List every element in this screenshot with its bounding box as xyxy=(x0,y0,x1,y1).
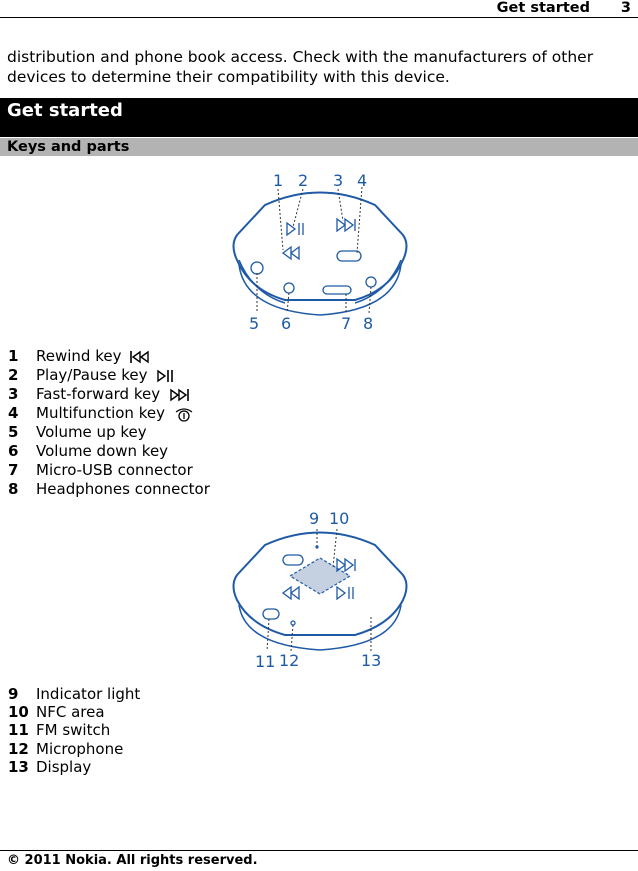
item-number: 6 xyxy=(8,442,19,460)
item-label: Volume down key xyxy=(36,442,169,460)
header-title: Get started xyxy=(496,0,590,16)
page-number: 3 xyxy=(620,0,631,16)
callout-9: 9 xyxy=(309,509,319,528)
item-label: FM switch xyxy=(36,721,111,739)
item-number: 2 xyxy=(8,366,19,384)
callout-1: 1 xyxy=(273,171,283,190)
device-figure-keys: 1 2 3 4 5 6 7 8 xyxy=(232,171,408,333)
item-number: 13 xyxy=(8,758,29,776)
callout-2: 2 xyxy=(298,171,308,190)
item-label: Headphones connector xyxy=(36,480,210,498)
callout-12: 12 xyxy=(279,651,299,670)
play-pause-icon xyxy=(157,369,174,382)
item-number: 12 xyxy=(8,740,29,758)
callout-6: 6 xyxy=(281,314,291,333)
device-figure-nfc: 9 10 11 12 13 xyxy=(232,509,408,670)
callout-5: 5 xyxy=(249,314,259,333)
item-label: Play/Pause key xyxy=(36,366,148,384)
item-label: Microphone xyxy=(36,740,124,758)
item-label: Micro-USB connector xyxy=(36,461,193,479)
item-label: Multifunction key xyxy=(36,404,165,422)
item-number: 5 xyxy=(8,423,19,441)
callout-7: 7 xyxy=(341,314,351,333)
page-footer: © 2011 Nokia. All rights reserved. xyxy=(0,850,638,868)
callout-4: 4 xyxy=(357,171,367,190)
item-number: 3 xyxy=(8,385,19,403)
item-number: 1 xyxy=(8,347,19,365)
item-number: 4 xyxy=(8,404,19,422)
copyright-notice: © 2011 Nokia. All rights reserved. xyxy=(7,853,258,868)
callout-10: 10 xyxy=(329,509,349,528)
item-label: Rewind key xyxy=(36,347,122,365)
item-number: 8 xyxy=(8,480,19,498)
subsection-heading: Keys and parts xyxy=(0,138,638,156)
callout-8: 8 xyxy=(363,314,373,333)
item-label: NFC area xyxy=(36,703,105,721)
section-heading: Get started xyxy=(0,98,638,137)
figure2-callouts: 9 10 11 12 13 xyxy=(255,509,381,670)
item-number: 11 xyxy=(8,721,29,739)
item-number: 9 xyxy=(8,685,19,703)
figure1-callouts: 1 2 3 4 5 6 7 8 xyxy=(249,171,373,333)
item-label: Volume up key xyxy=(36,423,147,441)
item-label: Indicator light xyxy=(36,685,141,703)
item-number: 7 xyxy=(8,461,19,479)
item-label: Display xyxy=(36,758,92,776)
item-number: 10 xyxy=(8,703,29,721)
running-header: Get started 3 xyxy=(0,0,638,18)
item-label: Fast-forward key xyxy=(36,385,161,403)
multifunction-icon xyxy=(175,407,193,422)
callout-11: 11 xyxy=(255,652,275,670)
callout-3: 3 xyxy=(333,171,343,190)
rewind-icon xyxy=(130,350,149,363)
intro-paragraph: distribution and phone book access. Chec… xyxy=(7,48,594,86)
fast-forward-icon xyxy=(170,388,189,401)
callout-13: 13 xyxy=(361,651,381,670)
